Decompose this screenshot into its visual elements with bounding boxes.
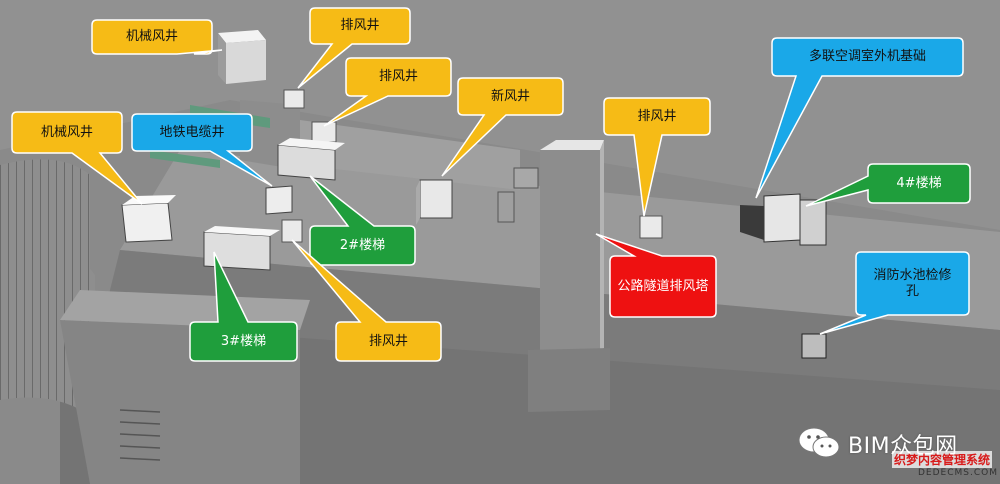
label-text: 新风井	[490, 88, 530, 104]
label-text: 机械风井	[125, 29, 178, 44]
label-text: 公路隧道排风塔	[617, 278, 709, 294]
label-text: 排风井	[368, 333, 408, 349]
label-text: 消防水池检修孔	[873, 267, 952, 299]
label-text: 4#楼梯	[896, 175, 942, 191]
wechat-icon	[798, 427, 840, 458]
label-text: 多联空调室外机基础	[808, 49, 926, 64]
label-text: 排风井	[340, 18, 380, 33]
label-text: 机械风井	[40, 124, 93, 140]
watermark-cms-name: 织梦内容管理系统	[892, 451, 993, 468]
tunnel-exhaust-tower	[540, 150, 600, 352]
label-text: 地铁电缆井	[159, 124, 225, 140]
label-text: 3#楼梯	[220, 333, 267, 349]
watermark-cms-url: DEDECMS.COM	[918, 468, 998, 478]
watermark: BIM众包网 织梦内容管理系统 DEDECMS.COM	[798, 424, 998, 484]
label-text: 排风井	[378, 69, 418, 84]
label-text: 2#楼梯	[339, 237, 386, 253]
label-text: 排风井	[637, 108, 677, 124]
